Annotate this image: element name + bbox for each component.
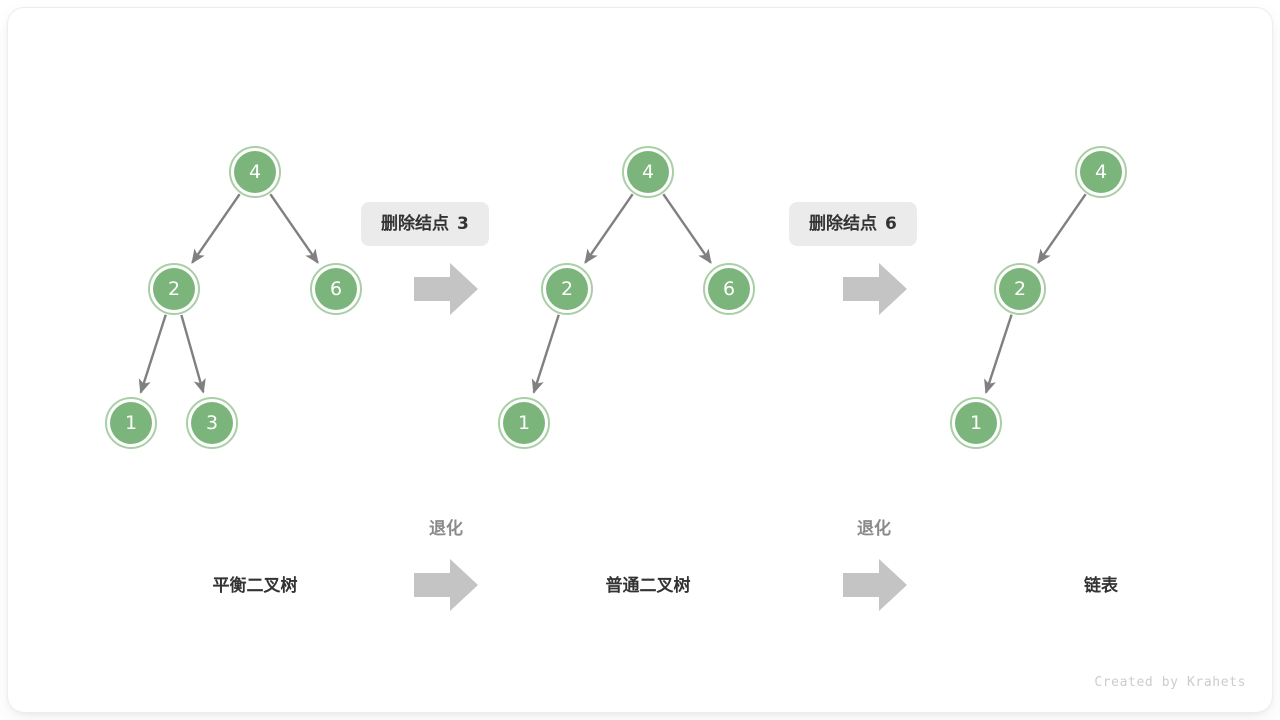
tree-edge [662,193,712,264]
step-chip-delete-6: 删除结点 6 [789,202,917,247]
tree-edge [531,314,560,394]
node-value-label: 1 [517,411,531,434]
node-value-label: 4 [1094,160,1108,183]
step-chip-delete-3: 删除结点 3 [361,202,489,247]
tree-node-6[interactable]: 6 [310,263,362,315]
tree-node-4[interactable]: 4 [229,146,281,198]
node-value-label: 6 [722,277,736,300]
step-chip-label: 删除结点 [381,214,449,233]
node-fill: 6 [708,268,750,310]
node-fill: 2 [999,268,1041,310]
node-value-label: 2 [1013,277,1027,300]
diagram-canvas: 4 2 6 1 3 4 2 6 1 4 2 1 删除结点 3 退化 删除结点 6 退化平衡二叉树 普通二叉树 链表 [8,8,1272,712]
tree-edge-layer [138,193,1087,394]
tree-edge [269,193,319,264]
node-value-label: 4 [248,160,262,183]
node-value-label: 6 [329,277,343,300]
stage-caption-ordinary-tree: 普通二叉树 [605,576,691,595]
tree-edge [984,314,1013,394]
step-chip-value: 6 [885,214,897,234]
node-value-label: 1 [124,411,138,434]
node-value-label: 1 [969,411,983,434]
watermark-credit: Created by Krahets [1094,675,1246,690]
stage-caption-balanced-tree: 平衡二叉树 [212,576,298,595]
tree-edge [1037,193,1087,264]
degenerate-arrow-delete-3 [414,557,478,613]
step-chip-label: 删除结点 [809,214,877,233]
node-fill: 4 [1080,151,1122,193]
tree-node-6[interactable]: 6 [703,263,755,315]
tree-node-1[interactable]: 1 [950,397,1002,449]
node-fill: 1 [110,402,152,444]
degenerate-label-delete-3: 退化 [429,519,463,538]
tree-node-1[interactable]: 1 [105,397,157,449]
node-fill: 6 [315,268,357,310]
tree-edge [180,314,206,394]
tree-node-3[interactable]: 3 [186,397,238,449]
degenerate-arrow-delete-6 [843,557,907,613]
figure-card: 4 2 6 1 3 4 2 6 1 4 2 1 删除结点 3 退化 删除结点 6 退化平衡二叉树 普通二叉树 链表 C… [8,8,1272,712]
node-value-label: 4 [641,160,655,183]
node-value-label: 3 [205,411,219,434]
tree-edge [191,193,241,264]
tree-node-4[interactable]: 4 [1075,146,1127,198]
degenerate-label-delete-6: 退化 [857,519,891,538]
node-fill: 3 [191,402,233,444]
transition-arrow-delete-6 [843,261,907,317]
node-fill: 4 [627,151,669,193]
node-value-label: 2 [167,277,181,300]
tree-node-2[interactable]: 2 [994,263,1046,315]
transition-arrow-delete-3 [414,261,478,317]
tree-edge [584,193,634,264]
node-fill: 1 [955,402,997,444]
node-fill: 2 [153,268,195,310]
node-fill: 4 [234,151,276,193]
step-chip-value: 3 [457,214,469,234]
node-fill: 1 [503,402,545,444]
stage-caption-linked-list: 链表 [1084,576,1118,595]
tree-edge [138,314,167,394]
tree-node-2[interactable]: 2 [148,263,200,315]
node-value-label: 2 [560,277,574,300]
tree-node-4[interactable]: 4 [622,146,674,198]
tree-node-1[interactable]: 1 [498,397,550,449]
tree-node-2[interactable]: 2 [541,263,593,315]
node-fill: 2 [546,268,588,310]
